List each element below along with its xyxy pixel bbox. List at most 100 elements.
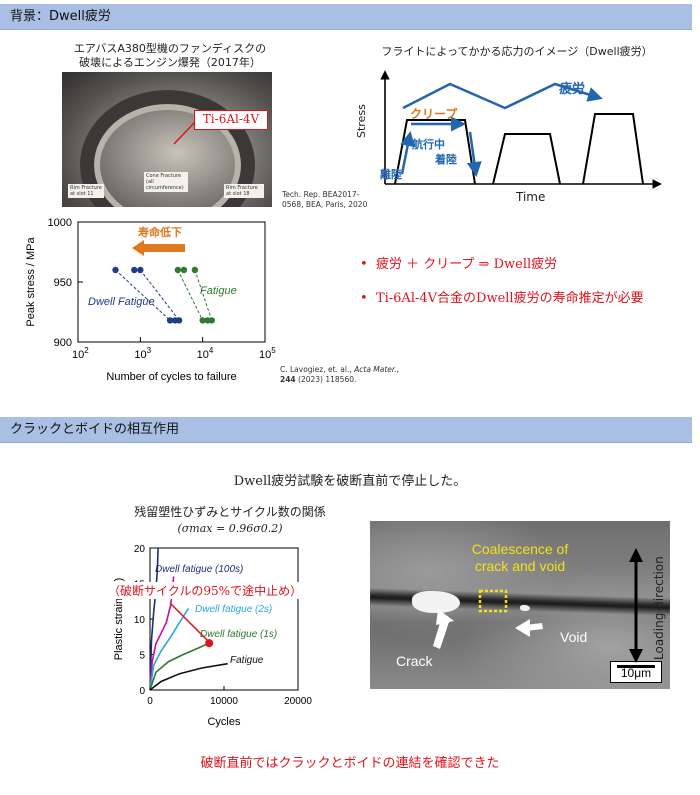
bullet-1-text: 疲労 ＋ クリープ ⇒ Dwell疲労 xyxy=(375,257,558,272)
bullet-marker-2: • xyxy=(360,291,368,306)
x-axis-label: Number of cycles to failure xyxy=(106,371,236,383)
strain-chart-title: 残留塑性ひずみとサイクル数の関係 xyxy=(134,505,326,519)
flight-cycle-1 xyxy=(394,119,476,185)
fatigue-arrow xyxy=(402,82,603,110)
plot-frame xyxy=(77,221,266,343)
strain-chart: 0100002000005101520CyclesPlastic strain … xyxy=(113,544,312,728)
chart-reference-authors: C. Lavogiez, et. al., xyxy=(280,365,355,374)
coalescence-label-line2: crack and void xyxy=(474,558,566,574)
takeoff-label: 離陸 xyxy=(380,168,402,181)
data-point xyxy=(137,266,144,274)
photo-reference: Tech. Rep. BEA2017- 0568, BEA, Paris, 20… xyxy=(282,190,367,210)
x-tick-label: 104 xyxy=(197,346,214,361)
flight-cycle-3 xyxy=(582,113,644,185)
life-reduction-label: 寿命低下 xyxy=(138,225,182,239)
sem-micrograph: Coalescence of crack and void Crack Void… xyxy=(370,521,670,689)
y-tick-label: 900 xyxy=(54,337,72,349)
curve-label: Dwell fatigue (2s) xyxy=(195,604,272,615)
section-header-interaction: クラックとボイドの相互作用 xyxy=(0,417,692,443)
x-tick-exponent: 5 xyxy=(271,346,276,355)
creep-label: クリープ xyxy=(410,107,458,121)
photo-reference-line1: Tech. Rep. BEA2017- xyxy=(282,190,360,199)
life-reduction-arrow xyxy=(132,240,185,256)
photo-tag-1: Rim Fracture at slot 11 xyxy=(68,184,104,198)
crack-highlight xyxy=(412,591,460,613)
crack-arrow-head xyxy=(436,609,454,625)
data-point xyxy=(208,317,215,324)
x-axis-label: Cycles xyxy=(207,716,241,728)
x-tick-exponent: 4 xyxy=(209,346,214,355)
callout-pointer xyxy=(173,121,196,145)
flight-label: 航行中 xyxy=(412,138,445,151)
curve-label: Fatigue xyxy=(230,655,264,666)
data-point xyxy=(180,266,188,274)
test-statement: Dwell疲労試験を破断直前で停止した。 xyxy=(233,474,467,489)
series-label: Fatigue xyxy=(200,285,237,297)
loading-direction-arrow xyxy=(629,548,643,663)
coalescence-label-line1: Coalescence of xyxy=(471,541,569,557)
photo-caption-line1: エアバスA380型機のファンディスクの xyxy=(73,42,267,55)
coalescence-label: Coalescence of crack and void xyxy=(440,541,600,575)
landing-label: 着陸 xyxy=(435,153,457,166)
data-point xyxy=(131,266,138,274)
chart-reference-volume: 244 xyxy=(280,375,296,384)
strain-curve xyxy=(149,547,159,691)
curve-label: Dwell fatigue (100s) xyxy=(155,564,243,575)
trend-line xyxy=(115,269,171,321)
material-callout: Ti-6Al-4V xyxy=(194,110,268,130)
stop-pointer xyxy=(169,602,208,641)
x-tick-label: 103 xyxy=(134,346,151,361)
x-tick-label: 20000 xyxy=(284,696,312,707)
crack-label: Crack xyxy=(396,653,433,669)
section-header-background: 背景：Dwell疲労 xyxy=(0,4,692,30)
stop-note: （破断サイクルの95%で途中止め） xyxy=(108,582,303,599)
trend-line xyxy=(177,269,204,321)
sem-annotations xyxy=(433,589,543,649)
photo-caption: エアバスA380型機のファンディスクの 破壊によるエンジン爆発（2017年） xyxy=(50,42,290,70)
strain-curve xyxy=(149,642,210,691)
photo-tag-2: Cone Fracture (all circumference) xyxy=(144,172,188,192)
stress-diagram-title: フライトによってかかる応力のイメージ（Dwell疲労） xyxy=(381,45,653,58)
curve-label: Dwell fatigue (1s) xyxy=(200,629,277,640)
fatigue-label: 疲労 xyxy=(559,82,586,97)
y-axis-label: Peak stress / MPa xyxy=(25,236,37,326)
chart-reference-journal: Acta Mater., xyxy=(354,365,400,374)
coalescence-box xyxy=(478,589,508,613)
trend-line xyxy=(139,269,180,321)
time-label: Time xyxy=(516,190,546,204)
landing-arrow xyxy=(466,131,482,177)
engine-failure-photo: Ti-6Al-4V Rim Fracture at slot 11 Cone F… xyxy=(62,72,272,207)
scale-label: 10μm xyxy=(620,666,652,680)
data-point xyxy=(112,266,119,274)
conclusion: 破断直前ではクラックとボイドの連結を確認できた xyxy=(200,756,500,771)
data-point xyxy=(199,317,206,324)
void-highlight xyxy=(520,605,530,611)
x-tick-label: 105 xyxy=(259,346,276,361)
data-point xyxy=(175,317,183,324)
x-tick-label: 0 xyxy=(147,696,153,707)
bullet-2: • Ti-6Al-4V合金のDwell疲労の寿命推定が必要 xyxy=(360,290,644,308)
x-tick-exponent: 3 xyxy=(147,346,152,355)
strain-curve xyxy=(149,576,175,691)
y-tick-label: 5 xyxy=(139,651,145,662)
bullet-marker-1: • xyxy=(360,257,368,272)
strain-chart-subtitle: (σmax = 0.96σ0.2) xyxy=(177,522,283,535)
y-tick-label: 20 xyxy=(134,544,146,555)
scale-bar xyxy=(617,665,655,668)
stop-point xyxy=(205,639,214,648)
data-point xyxy=(191,266,199,274)
series-label: Dwell Fatigue xyxy=(88,296,155,308)
loading-direction-label: Loading direction xyxy=(652,556,666,660)
data-point xyxy=(174,266,182,274)
photo-reference-line2: 0568, BEA, Paris, 2020 xyxy=(282,200,368,209)
void-arrow-head xyxy=(515,619,530,637)
strain-curve xyxy=(149,607,190,691)
data-point xyxy=(166,317,174,324)
photo-tag-3: Rim Fracture at slot 18 xyxy=(224,184,264,198)
x-tick-label: 102 xyxy=(72,346,89,361)
y-tick-label: 0 xyxy=(139,686,145,697)
takeoff-arrow xyxy=(400,131,416,175)
scale-bar-box: 10μm xyxy=(610,661,662,683)
y-tick-label: 950 xyxy=(54,277,72,289)
